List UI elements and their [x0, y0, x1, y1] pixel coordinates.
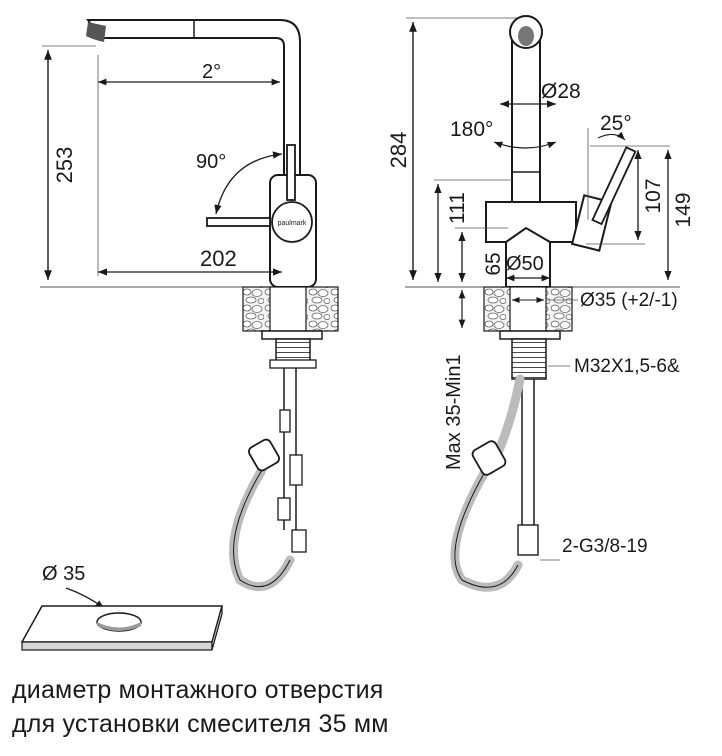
spout-column: [511, 31, 541, 203]
pullout-hose-outline: [233, 469, 291, 588]
spray-head: [86, 22, 106, 42]
body-height-label: 111: [446, 192, 469, 224]
hose-fitting: [517, 524, 539, 556]
countertop-side: [211, 605, 223, 651]
hose-fitting: [289, 454, 303, 486]
handle-height-label: 107: [642, 178, 665, 213]
hole-leader: [65, 587, 105, 609]
swivel-label: 90°: [196, 151, 226, 173]
hose-label: 2-G3/8-19: [562, 536, 648, 557]
countertop-detail: Ø 35: [20, 563, 223, 651]
total-handle-label: 149: [672, 192, 695, 227]
hose-weight: [248, 438, 280, 472]
height-label: 253: [52, 147, 77, 184]
hose-fitting: [291, 529, 307, 553]
lever-horizontal: [206, 217, 271, 227]
caption-line-1: диаметр монтажного отверстия: [12, 676, 384, 704]
mounting-hole: [269, 286, 307, 332]
hole-label: Ø35 (+2/-1): [580, 290, 678, 311]
rotation-arc: [493, 141, 557, 149]
pullout-hose: [450, 465, 523, 592]
reach-label: 202: [200, 246, 237, 271]
nut: [269, 359, 317, 369]
hose-fitting: [277, 497, 291, 521]
hose-fitting: [279, 409, 291, 433]
brand-label: paulmark: [278, 220, 307, 227]
spout: [86, 19, 301, 281]
right-front-view: 284 Ø28 180° 25° 107 149 111: [386, 15, 695, 592]
hole-inner: [97, 622, 141, 631]
base-diameter-label: Ø50: [506, 253, 544, 275]
handle-lever: [591, 146, 637, 226]
thread-label: M32X1,5-6&: [574, 356, 680, 377]
left-side-view: 253 2° paulmark 90° 202: [40, 19, 339, 592]
base-height-label: 65: [482, 252, 505, 275]
washer: [499, 330, 561, 340]
angle-label: 2°: [202, 61, 221, 83]
rotation-label: 180°: [450, 118, 493, 141]
countertop-edge: [21, 641, 213, 651]
height-label: 284: [386, 132, 411, 169]
handle-angle-arc: [597, 131, 626, 141]
hole-label: Ø 35: [42, 563, 85, 585]
pullout-hose-outline: [454, 469, 519, 588]
lever-hub: [271, 201, 313, 243]
pullout-hose: [229, 465, 295, 592]
threaded-shank: [511, 338, 547, 380]
mounting-hole: [509, 286, 547, 332]
caption-line-2: для установки смесителя 35 мм: [12, 710, 389, 738]
lever-vertical: [286, 144, 296, 201]
swivel-arc: [214, 151, 283, 215]
washer: [261, 330, 323, 340]
handle-angle-label: 25°: [600, 112, 632, 135]
hose-weight: [471, 440, 507, 476]
spout-nozzle: [518, 26, 534, 46]
max-thickness-label: Max 35-Min1: [443, 354, 465, 470]
spout-diameter-label: Ø28: [541, 80, 581, 103]
